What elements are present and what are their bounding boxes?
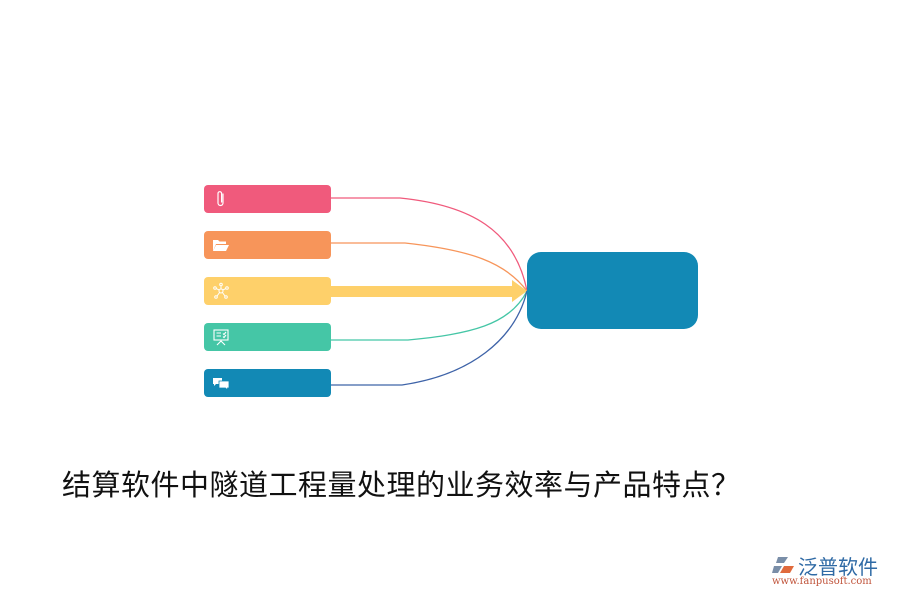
node-5[interactable] <box>204 369 331 397</box>
chat-bubbles-icon <box>213 378 230 391</box>
paperclip-icon <box>217 191 224 207</box>
node-3[interactable] <box>204 277 331 305</box>
center-node[interactable] <box>527 252 698 329</box>
node-4[interactable] <box>204 323 331 351</box>
node-1[interactable] <box>204 185 331 213</box>
logo-name: 泛普软件 <box>798 555 878 579</box>
logo-mark-icon <box>772 557 794 573</box>
brand-logo: 泛普软件 www.fanpusoft.com <box>770 553 895 593</box>
folder-open-icon <box>213 240 229 251</box>
node-2[interactable] <box>204 231 331 259</box>
page-title: 结算软件中隧道工程量处理的业务效率与产品特点？ <box>62 468 741 502</box>
presentation-board-icon <box>213 329 229 346</box>
network-icon <box>213 282 229 299</box>
logo-url: www.fanpusoft.com <box>772 576 872 587</box>
